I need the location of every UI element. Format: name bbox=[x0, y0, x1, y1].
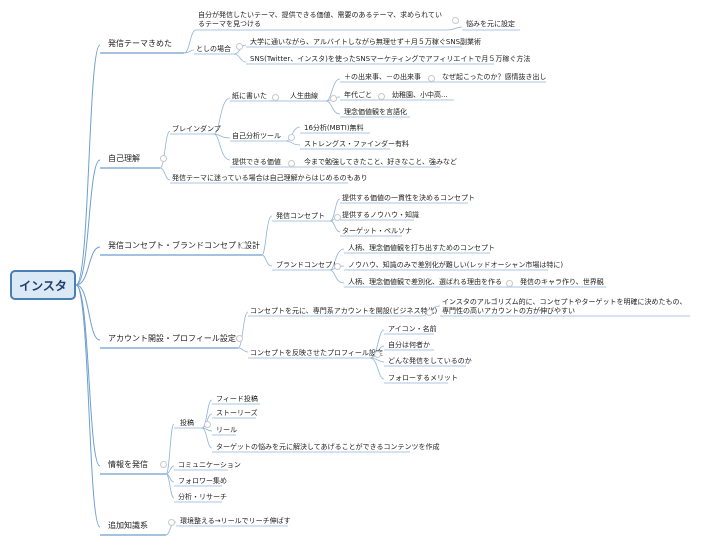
node-profile-who[interactable]: 自分は何者か bbox=[388, 341, 430, 349]
node-theme-worry[interactable]: 悩みを元に設定 bbox=[466, 20, 515, 28]
node-feed-post[interactable]: フィード投稿 bbox=[216, 395, 258, 403]
node-analysis[interactable]: 分析・リサーチ bbox=[178, 493, 227, 501]
collapse-toggle-icon[interactable] bbox=[288, 134, 295, 141]
node-brain-dump[interactable]: ブレインダンプ bbox=[172, 125, 221, 133]
collapse-toggle-icon[interactable] bbox=[334, 214, 341, 221]
collapse-toggle-icon[interactable] bbox=[204, 421, 211, 428]
collapse-toggle-icon[interactable] bbox=[378, 93, 385, 100]
node-events[interactable]: ＋の出来事、－の出来事 bbox=[344, 73, 421, 81]
node-algorithm[interactable]: インスタのアルゴリズム的に、コンセプトやターゲットを明確に決めたもの、専門性の高… bbox=[442, 298, 687, 315]
collapse-toggle-icon[interactable] bbox=[236, 43, 243, 50]
branch-send-info[interactable]: 情報を発信 bbox=[108, 460, 148, 469]
node-self-first[interactable]: 発信テーマに迷っている場合は自己理解からはじめるのもあり bbox=[172, 174, 368, 182]
collapse-toggle-icon[interactable] bbox=[272, 94, 279, 101]
node-mbti[interactable]: 16分析(MBTI)無料 bbox=[304, 124, 364, 132]
node-brand-concept[interactable]: ブランドコンセプト bbox=[276, 261, 339, 269]
node-environment-reel[interactable]: 環境整える→リールでリーチ伸ばす bbox=[180, 517, 291, 525]
node-ideal-values[interactable]: 理念価値観を言語化 bbox=[344, 108, 407, 116]
node-theme-toshi[interactable]: としの場合 bbox=[196, 45, 231, 53]
collapse-toggle-icon[interactable] bbox=[428, 75, 435, 82]
node-theme-toshi-2[interactable]: SNS(Twitter、インスタ)を使ったSNSマーケティングでアフィリエイトで… bbox=[250, 55, 531, 63]
collapse-toggle-icon[interactable] bbox=[288, 160, 295, 167]
node-profile-merit[interactable]: フォローするメリット bbox=[388, 374, 458, 382]
node-studied-things[interactable]: 今まで勉強してきたこと、好きなこと、強みなど bbox=[304, 158, 458, 166]
node-why-emotion[interactable]: なぜ起こったのか？感情抜き出し bbox=[442, 73, 547, 81]
branch-theme[interactable]: 発信テーマきめた bbox=[108, 39, 172, 48]
node-send-concept-1[interactable]: 提供する価値の一貫性を決めるコンセプト bbox=[342, 194, 475, 202]
collapse-toggle-icon[interactable] bbox=[452, 17, 459, 24]
node-profile-setting[interactable]: コンセプトを反映させたプロフィール設定 bbox=[250, 349, 383, 357]
collapse-toggle-icon[interactable] bbox=[334, 263, 341, 270]
node-reel[interactable]: リール bbox=[216, 426, 237, 434]
branch-account[interactable]: アカウント開設・プロフィール設定 bbox=[108, 334, 236, 343]
node-stories[interactable]: ストーリーズ bbox=[216, 409, 258, 417]
node-life-curve[interactable]: 人生曲線 bbox=[290, 92, 318, 100]
collapse-toggle-icon[interactable] bbox=[240, 242, 247, 249]
node-kindergarten[interactable]: 幼稚園、小中高... bbox=[392, 91, 448, 99]
branch-concept[interactable]: 発信コンセプト・ブランドコンセプト設計 bbox=[108, 241, 260, 250]
node-wrote-on-paper[interactable]: 紙に書いた bbox=[232, 92, 267, 100]
node-brand-concept-2[interactable]: ノウハウ、知識のみで差別化が難しい(レッドオーシャン市場は特に) bbox=[348, 261, 564, 269]
node-brand-concept-1[interactable]: 人柄、理念価値観を打ち出すためのコンセプト bbox=[348, 244, 495, 252]
collapse-toggle-icon[interactable] bbox=[374, 351, 381, 358]
node-send-concept-2[interactable]: 提供するノウハウ・知識 bbox=[342, 211, 419, 219]
node-communication[interactable]: コミュニケーション bbox=[178, 461, 241, 469]
node-self-analysis-tools[interactable]: 自己分析ツール bbox=[232, 132, 281, 140]
collapse-toggle-icon[interactable] bbox=[506, 280, 513, 287]
collapse-toggle-icon[interactable] bbox=[168, 519, 175, 526]
node-target-content[interactable]: ターゲットの悩みを元に解決してあげることができるコンテンツを作成 bbox=[216, 443, 440, 451]
node-follower[interactable]: フォロワー集め bbox=[178, 477, 227, 485]
node-profile-icon-name[interactable]: アイコン・名前 bbox=[388, 325, 437, 333]
collapse-toggle-icon[interactable] bbox=[236, 335, 243, 342]
node-brand-concept-3[interactable]: 人柄、理念価値観で差別化、選ばれる理由を作る bbox=[348, 278, 502, 286]
node-theme-toshi-1[interactable]: 大学に通いながら、アルバイトしながら無理せず＋月５万稼ぐSNS副業術 bbox=[250, 38, 482, 46]
node-post[interactable]: 投稿 bbox=[180, 419, 194, 427]
node-open-account[interactable]: コンセプトを元に、専門系アカウントを開設(ビジネス特化) bbox=[250, 307, 438, 315]
node-theme-find[interactable]: 自分が発信したいテーマ、提供できる価値、需要のあるテーマ、求められているテーマを… bbox=[198, 11, 442, 28]
collapse-toggle-icon[interactable] bbox=[160, 461, 167, 468]
node-send-concept[interactable]: 発信コンセプト bbox=[276, 212, 325, 220]
node-profile-what[interactable]: どんな発信をしているのか bbox=[388, 357, 472, 365]
node-send-concept-3[interactable]: ターゲット・ペルソナ bbox=[342, 227, 412, 235]
node-by-age[interactable]: 年代ごと bbox=[344, 91, 372, 99]
branch-self-understanding[interactable]: 自己理解 bbox=[108, 154, 140, 163]
node-provided-value[interactable]: 提供できる価値 bbox=[232, 158, 281, 166]
node-strengths-finder[interactable]: ストレングス・ファインダー有料 bbox=[304, 140, 409, 148]
node-brand-character[interactable]: 発信のキャラ作り、世界観 bbox=[520, 278, 604, 286]
collapse-toggle-icon[interactable] bbox=[160, 155, 167, 162]
collapse-toggle-icon[interactable] bbox=[330, 95, 337, 102]
central-topic[interactable]: インスタ bbox=[10, 270, 76, 300]
branch-extra[interactable]: 追加知識系 bbox=[108, 521, 148, 530]
collapse-toggle-icon[interactable] bbox=[426, 309, 433, 316]
